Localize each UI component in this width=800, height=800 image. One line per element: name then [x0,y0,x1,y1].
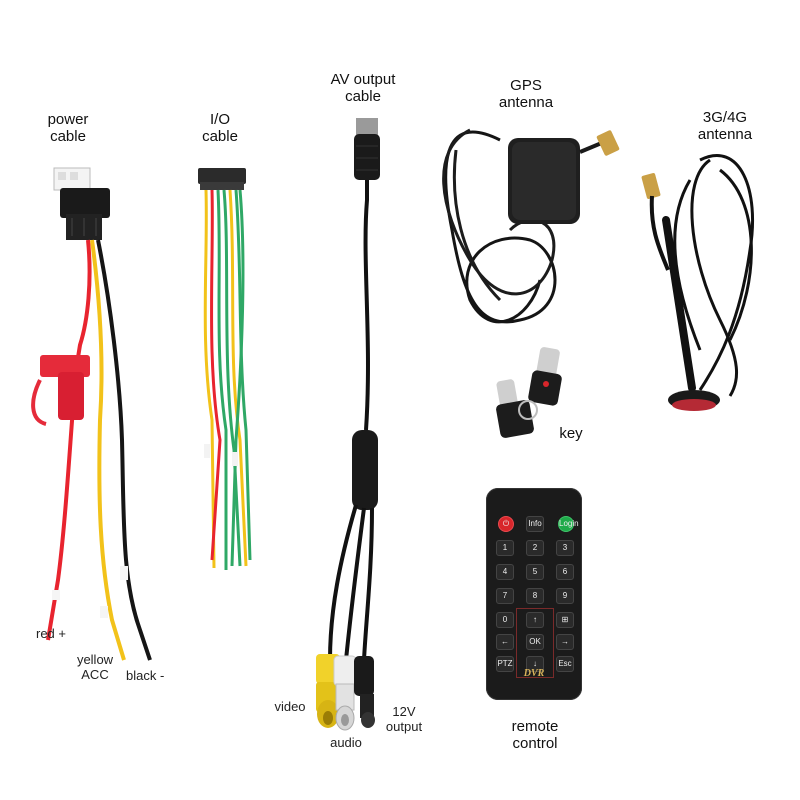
label-audio: audio [330,735,362,750]
key-4-button: 4 [496,564,514,580]
key-0-button: 0 [496,612,514,628]
power-button: ⏻ [498,516,514,532]
label-yellow-acc: yellow ACC [76,652,114,682]
up-arrow-button: ↑ [526,612,544,628]
label-black-minus: black - [126,668,165,683]
key-2-button: 2 [526,540,544,556]
av-output-cable [316,118,380,731]
key-9-button: 9 [556,588,574,604]
label-3g4g-antenna: 3G/4G antenna [697,109,753,143]
label-gps-antenna: GPS antenna [498,77,554,111]
esc-button: Esc [556,656,574,672]
key-7-button: 7 [496,588,514,604]
label-io-cable: I/O cable [202,111,238,145]
info-button: Info [526,516,544,532]
power-cable [31,167,152,661]
key-6-button: 6 [556,564,574,580]
key-1-button: 1 [496,540,514,556]
label-av-output-cable: AV output cable [330,71,396,105]
antenna-3g4g [641,154,755,411]
label-power-cable: power cable [47,111,89,145]
keys [496,347,562,438]
ptz-button: PTZ [496,656,514,672]
label-remote-control: remote control [511,718,559,752]
left-arrow-button: ← [496,634,514,650]
label-12v-output: 12V output [385,704,423,734]
io-cable [198,168,252,570]
label-video: video [274,699,306,714]
key-5-button: 5 [526,564,544,580]
key-8-button: 8 [526,588,544,604]
right-arrow-button: → [556,634,574,650]
login-button: Login [558,516,579,532]
gps-antenna [442,128,620,324]
key-3-button: 3 [556,540,574,556]
grid-button: ⊞ [556,612,574,628]
remote-brand-logo: DVR [523,668,545,679]
label-key: key [559,425,583,442]
label-red-plus: red + [36,626,66,641]
remote-control: ⏻ Info Login 1 2 3 4 5 6 7 8 9 0 ↑ ⊞ ← O… [486,488,582,700]
down-arrow-button: ↓ [526,656,544,672]
ok-button: OK [526,634,544,650]
nav-pad-outline [516,608,554,678]
